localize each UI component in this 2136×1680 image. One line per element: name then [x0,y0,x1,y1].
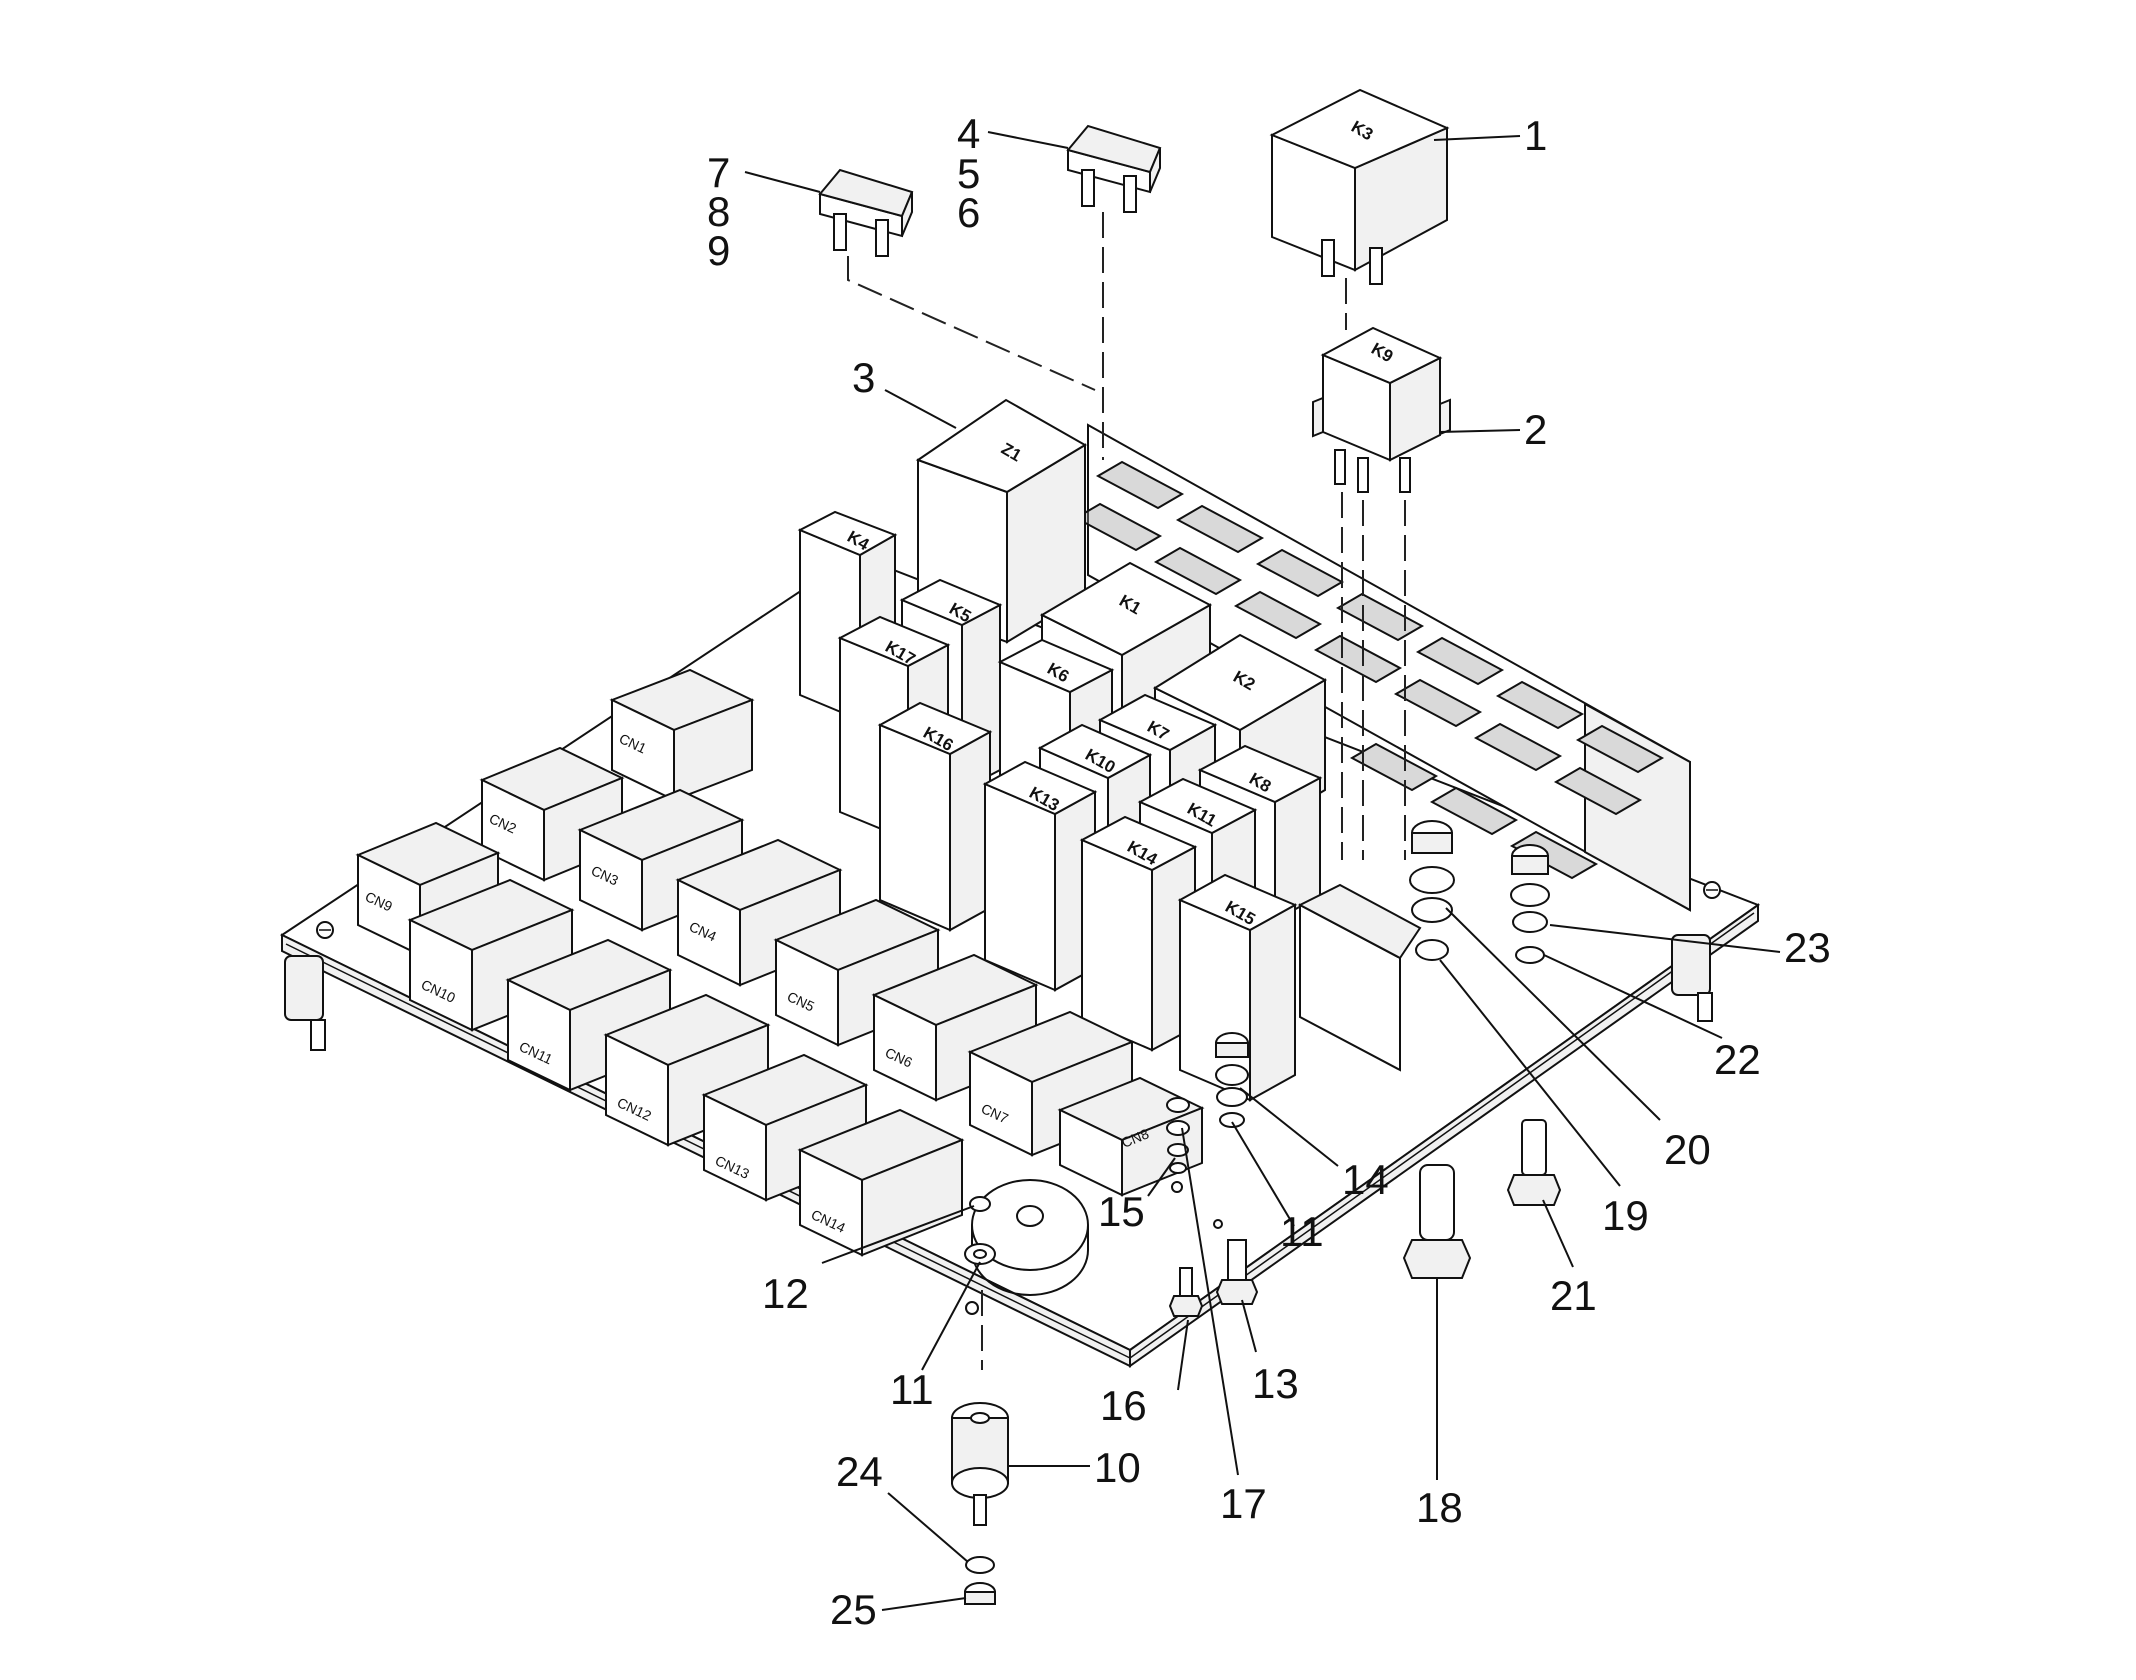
callout-1: 1 [1524,112,1547,159]
relay-k14: K14 [1079,815,1198,1052]
callout-20: 20 [1664,1126,1711,1173]
callout-15: 15 [1098,1188,1145,1235]
callout-8: 8 [707,188,730,235]
callout-13: 13 [1252,1360,1299,1407]
hardware-stack-right [1409,820,1550,964]
assembly-guide-lines [847,212,1406,1370]
connector-cn12: CN12 [603,993,771,1147]
connector-blocks: CN1 CN2 CN3 CN9 CN4 [355,668,1205,1257]
fuse-row-2 [1073,502,1643,816]
callout-22: 22 [1714,1036,1761,1083]
callout-17: 17 [1220,1480,1267,1527]
callout-7: 7 [707,149,730,196]
connector-cn7: CN7 [967,1010,1135,1157]
connector-cn6: CN6 [871,953,1039,1102]
relay-k3-exploded: K3 [1269,88,1450,285]
connector-cn5: CN5 [773,898,941,1047]
connector-cn4: CN4 [675,838,843,987]
callout-25: 25 [830,1586,877,1633]
callout-leader-lines [744,131,1781,1611]
callout-14: 14 [1342,1156,1389,1203]
callout-21: 21 [1550,1272,1597,1319]
relay-k9-exploded: K9 [1312,326,1451,493]
callout-9: 9 [707,227,730,274]
callout-23: 23 [1784,924,1831,971]
callout-24: 24 [836,1448,883,1495]
hardware-stack-mid [1166,1032,1249,1174]
blade-fuse-exploded [818,168,914,257]
callout-6: 6 [957,189,980,236]
callout-3: 3 [852,354,875,401]
callout-5: 5 [957,150,980,197]
callout-numbers: 1 2 3 4 5 6 7 8 9 10 11 11 12 13 14 15 1… [707,110,1831,1633]
buzzer-disc [971,1179,1089,1296]
callout-19: 19 [1602,1192,1649,1239]
connector-cn1: CN1 [609,668,755,802]
callout-18: 18 [1416,1484,1463,1531]
connector-cn14: CN14 [797,1108,965,1257]
board-standoff-legs [284,934,1713,1051]
connector-cn13: CN13 [701,1053,869,1202]
relay-k16: K16 [877,701,993,932]
board-relays: Z1 K4 K5 K17 K1 [797,398,1422,1102]
fuse-row-3 [1349,742,1599,880]
callout-16: 16 [1100,1382,1147,1429]
callout-2: 2 [1524,406,1547,453]
callout-11b: 11 [1280,1208,1324,1255]
callout-11a: 11 [890,1366,934,1413]
callout-10: 10 [1094,1444,1141,1491]
rear-fuse-block [1073,423,1691,912]
blade-fuse-exploded [1066,124,1162,213]
relay-z1: Z1 [915,398,1087,644]
relay-k13: K13 [982,760,1098,992]
fuse-row-1 [1095,460,1665,774]
callout-12: 12 [762,1270,809,1317]
callout-4: 4 [957,110,980,157]
